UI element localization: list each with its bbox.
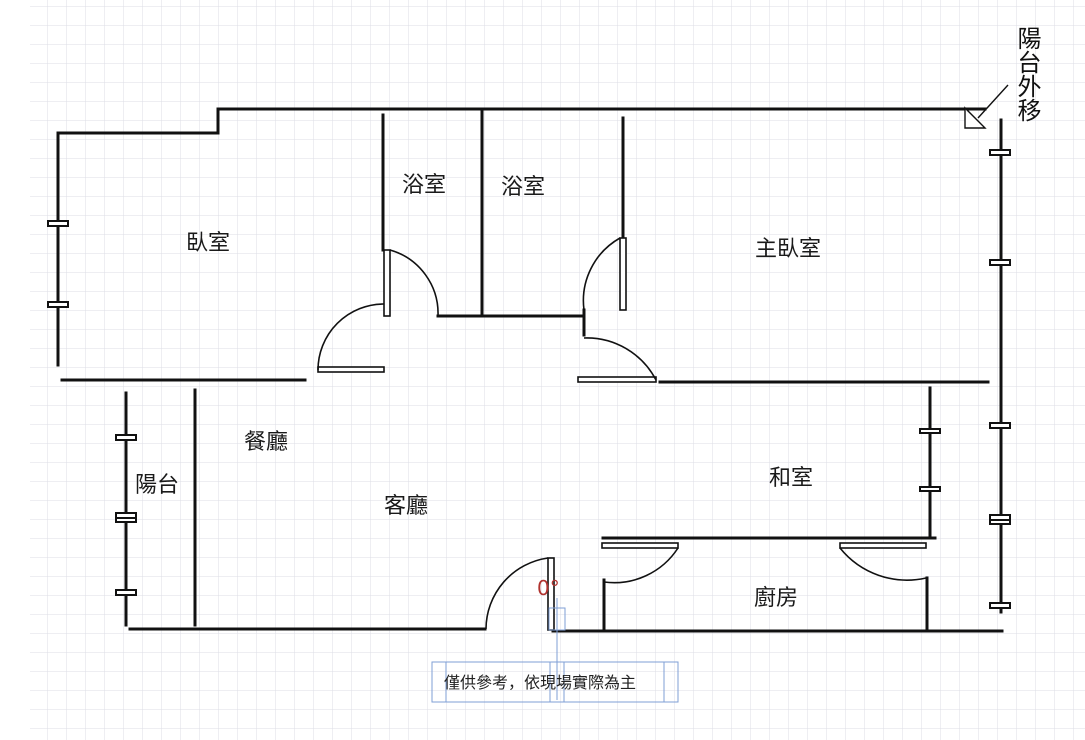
left-margin [0,0,30,740]
balcony-moved-arrow [964,84,1009,129]
door-bedroom-leaf [317,366,385,373]
selection-handle-right [663,661,679,703]
label-living: 客廳 [384,494,428,519]
window-bedroom-1 [47,220,69,227]
door-kitchen-left-swing [603,547,679,584]
window-balcony-3 [115,517,137,523]
door-bedroom-swing [317,303,385,371]
windows [47,149,1011,609]
door-bath1-swing [389,249,439,317]
door-entrance-swing [485,557,549,630]
window-tatami-2 [919,486,941,492]
selection-handle-mid [549,661,565,703]
doors [317,237,927,631]
window-right-6 [989,602,1011,609]
door-kitchen-right-swing [839,547,927,581]
label-master-bedroom: 主臥室 [755,237,821,262]
window-balcony-1 [115,434,137,441]
door-kitchen-left-leaf [601,542,679,549]
door-master-leaf [577,376,657,383]
selection-handles[interactable] [431,598,679,703]
door-master-swing [583,337,657,381]
window-balcony-4 [115,589,137,596]
window-right-5 [989,519,1011,525]
selection-handle-top [548,607,566,631]
walls [56,107,1004,633]
door-bath2-swing [582,237,621,311]
label-door-angle: 0° [537,576,560,600]
arrow-head-icon [964,106,987,129]
door-bath2-leaf [619,237,627,311]
arrow-line [977,84,1009,119]
window-right-3 [989,422,1011,429]
label-balcony-moved: 陽台外移 [1013,26,1041,122]
room-labels: 臥室 浴室 浴室 主臥室 餐廳 客廳 陽台 和室 廚房 0° 僅供參考，依現場實… [135,173,821,692]
window-tatami-1 [919,428,941,434]
window-right-1 [989,149,1011,156]
label-tatami: 和室 [769,466,813,491]
label-bath1: 浴室 [402,173,446,198]
label-dining: 餐廳 [244,430,288,455]
window-right-2 [989,259,1011,266]
window-bedroom-2 [47,301,69,308]
selection-handle-left [431,661,447,703]
door-kitchen-right-leaf [839,542,927,549]
label-balcony: 陽台 [135,473,179,498]
label-disclaimer: 僅供參考，依現場實際為主 [444,673,636,692]
label-bedroom: 臥室 [186,231,230,256]
door-bath1-leaf [383,249,391,317]
wall-top [58,107,987,135]
label-bath2: 浴室 [501,175,545,200]
label-kitchen: 廚房 [754,586,798,611]
